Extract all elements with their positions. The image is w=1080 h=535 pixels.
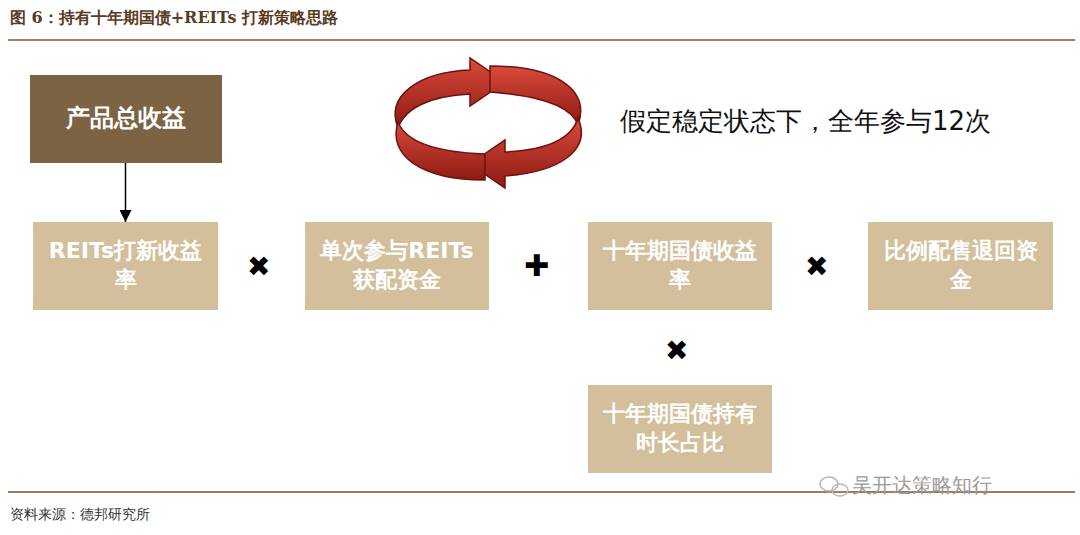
factor-box: 十年期国债收益率 (588, 222, 772, 310)
source-note: 资料来源：德邦研究所 (10, 506, 150, 524)
operator-symbol: ✖ (247, 250, 270, 283)
cycle-arrows (395, 58, 581, 188)
box-text: 比例配售退回资金 (882, 237, 1039, 294)
box-text: 十年期国债持有时长占比 (602, 400, 758, 457)
factor-box: 十年期国债持有时长占比 (588, 385, 772, 473)
box-text: 十年期国债收益率 (602, 237, 758, 294)
watermark-icon (820, 477, 848, 496)
figure-title: 图 6：持有十年期国债+REITs 打新策略思路 (10, 8, 338, 29)
factor-box: 单次参与REITs获配资金 (305, 222, 489, 310)
operator-symbol: ✖ (805, 250, 828, 283)
operator-symbol: ✖ (665, 334, 688, 367)
note-text: 假定稳定状态下，全年参与12次 (620, 104, 991, 139)
factor-box: 比例配售退回资金 (868, 222, 1053, 310)
result-box: 产品总收益 (30, 75, 222, 163)
watermark: 吴开达策略知行 (852, 472, 992, 499)
box-text: REITs打新收益率 (47, 237, 204, 294)
factor-box: REITs打新收益率 (33, 222, 218, 310)
connector-arrow (125, 163, 127, 222)
operator-symbol: ✚ (524, 248, 549, 283)
box-text: 单次参与REITs获配资金 (319, 237, 475, 294)
title-rule (8, 39, 1075, 41)
box-text: 产品总收益 (66, 103, 186, 134)
